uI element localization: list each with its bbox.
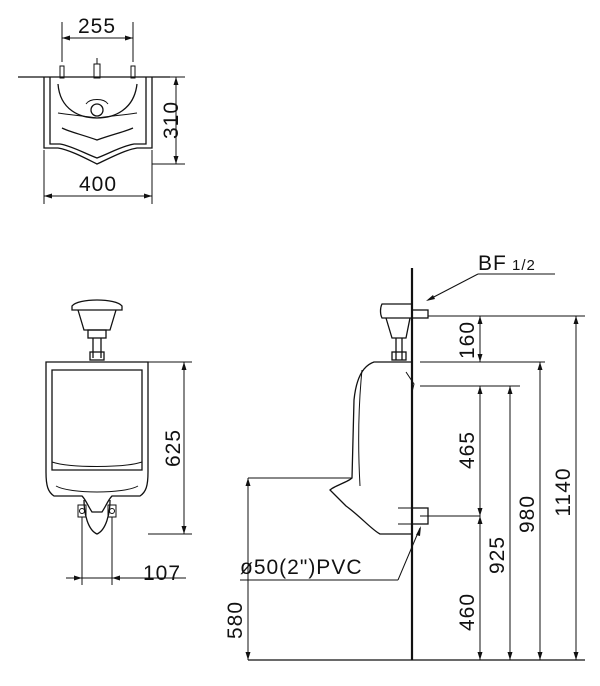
dim-160: 160 bbox=[456, 321, 479, 359]
dim-1140: 1140 bbox=[552, 467, 575, 516]
dim-580: 580 bbox=[224, 601, 247, 639]
dim-980: 980 bbox=[516, 495, 539, 533]
front-view: 625 107 bbox=[45, 299, 192, 585]
dim-310: 310 bbox=[160, 101, 183, 139]
inlet-label-main: BF bbox=[478, 252, 507, 275]
inlet-label-sub: 1/2 bbox=[512, 257, 536, 274]
dim-255: 255 bbox=[78, 15, 116, 38]
dim-925: 925 bbox=[486, 536, 509, 574]
outlet-label: ø50(2")PVC bbox=[240, 556, 363, 579]
dim-465: 465 bbox=[456, 431, 479, 469]
top-view: 255 310 400 bbox=[18, 15, 185, 204]
dim-107: 107 bbox=[143, 562, 181, 585]
dim-460: 460 bbox=[456, 593, 479, 631]
side-view: BF 1/2 ø50(2")PVC 160 bbox=[224, 252, 585, 661]
dim-400: 400 bbox=[79, 173, 117, 196]
dim-625: 625 bbox=[162, 429, 185, 467]
